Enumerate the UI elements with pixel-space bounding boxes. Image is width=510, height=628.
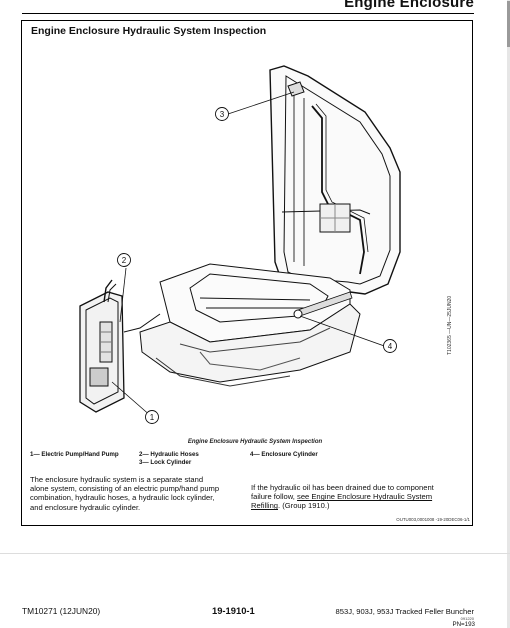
pump-panel bbox=[79, 279, 161, 413]
description-line-2: alone system, consisting of an electric … bbox=[30, 484, 220, 494]
description-line-3: combination, hydraulic hoses, a hydrauli… bbox=[30, 493, 215, 503]
callout-2-circle bbox=[117, 253, 131, 267]
legend-item-2: 2— Hydraulic Hoses bbox=[139, 451, 199, 458]
description-line-4: and enclosure hydraulic cylinder. bbox=[30, 502, 141, 512]
callout-4-label: 4 bbox=[388, 342, 393, 351]
scrollbar[interactable] bbox=[507, 0, 510, 628]
legend-item-1: 1— Electric Pump/Hand Pump bbox=[30, 451, 119, 458]
callout-3-circle bbox=[215, 107, 229, 121]
description-line-1: The enclosure hydraulic system is a sepa… bbox=[30, 475, 204, 484]
refill-link-continued[interactable]: Refilling bbox=[251, 501, 279, 511]
page-break-rule bbox=[0, 553, 510, 554]
footer-date-code: 091220 bbox=[460, 616, 474, 621]
callout-3-label: 3 bbox=[220, 110, 225, 119]
footer-page-number: 19-1910-1 bbox=[212, 605, 255, 616]
scroll-thumb[interactable] bbox=[507, 1, 510, 47]
description-paragraph: The enclosure hydraulic system is a sepa… bbox=[30, 475, 246, 512]
callout-1-label: 1 bbox=[150, 413, 155, 422]
header-rule bbox=[22, 13, 474, 14]
reference-code: OUTU003,0001008 -19-20DEC06-1/1 bbox=[396, 517, 470, 522]
callouts bbox=[111, 91, 391, 418]
content-frame bbox=[21, 20, 473, 526]
refill-link[interactable]: see Engine Enclosure Hydraulic System bbox=[297, 492, 433, 502]
legend-item-4: 4— Enclosure Cylinder bbox=[250, 451, 318, 458]
refill-note-line-1: If the hydraulic oil has been drained du… bbox=[251, 483, 434, 492]
figure-caption: Engine Enclosure Hydraulic System Inspec… bbox=[187, 439, 323, 445]
refill-note: If the hydraulic oil has been drained du… bbox=[251, 483, 463, 511]
figure-id-code: T102365 —UN—25JUN20 bbox=[447, 295, 453, 355]
refill-note-suffix: . (Group 1910.) bbox=[278, 501, 330, 511]
callout-2-label: 2 bbox=[122, 256, 127, 265]
legend-item-3: 3— Lock Cylinder bbox=[139, 459, 192, 466]
section-title: Engine Enclosure Hydraulic System Inspec… bbox=[31, 25, 267, 37]
footer-pn: PN=193 bbox=[452, 621, 475, 628]
callout-4-circle bbox=[383, 339, 397, 353]
callout-1-circle bbox=[145, 410, 159, 424]
engine-deck bbox=[139, 263, 361, 387]
refill-note-prefix: failure follow, bbox=[251, 492, 298, 502]
header-title: Engine Enclosure bbox=[344, 0, 474, 11]
engine-enclosure-figure: 2 1 3 4 bbox=[79, 65, 401, 424]
footer-manual-id: TM10271 (12JUN20) bbox=[22, 606, 101, 616]
enclosure-door bbox=[269, 65, 401, 295]
footer-product: 853J, 903J, 953J Tracked Feller Buncher bbox=[335, 607, 474, 616]
